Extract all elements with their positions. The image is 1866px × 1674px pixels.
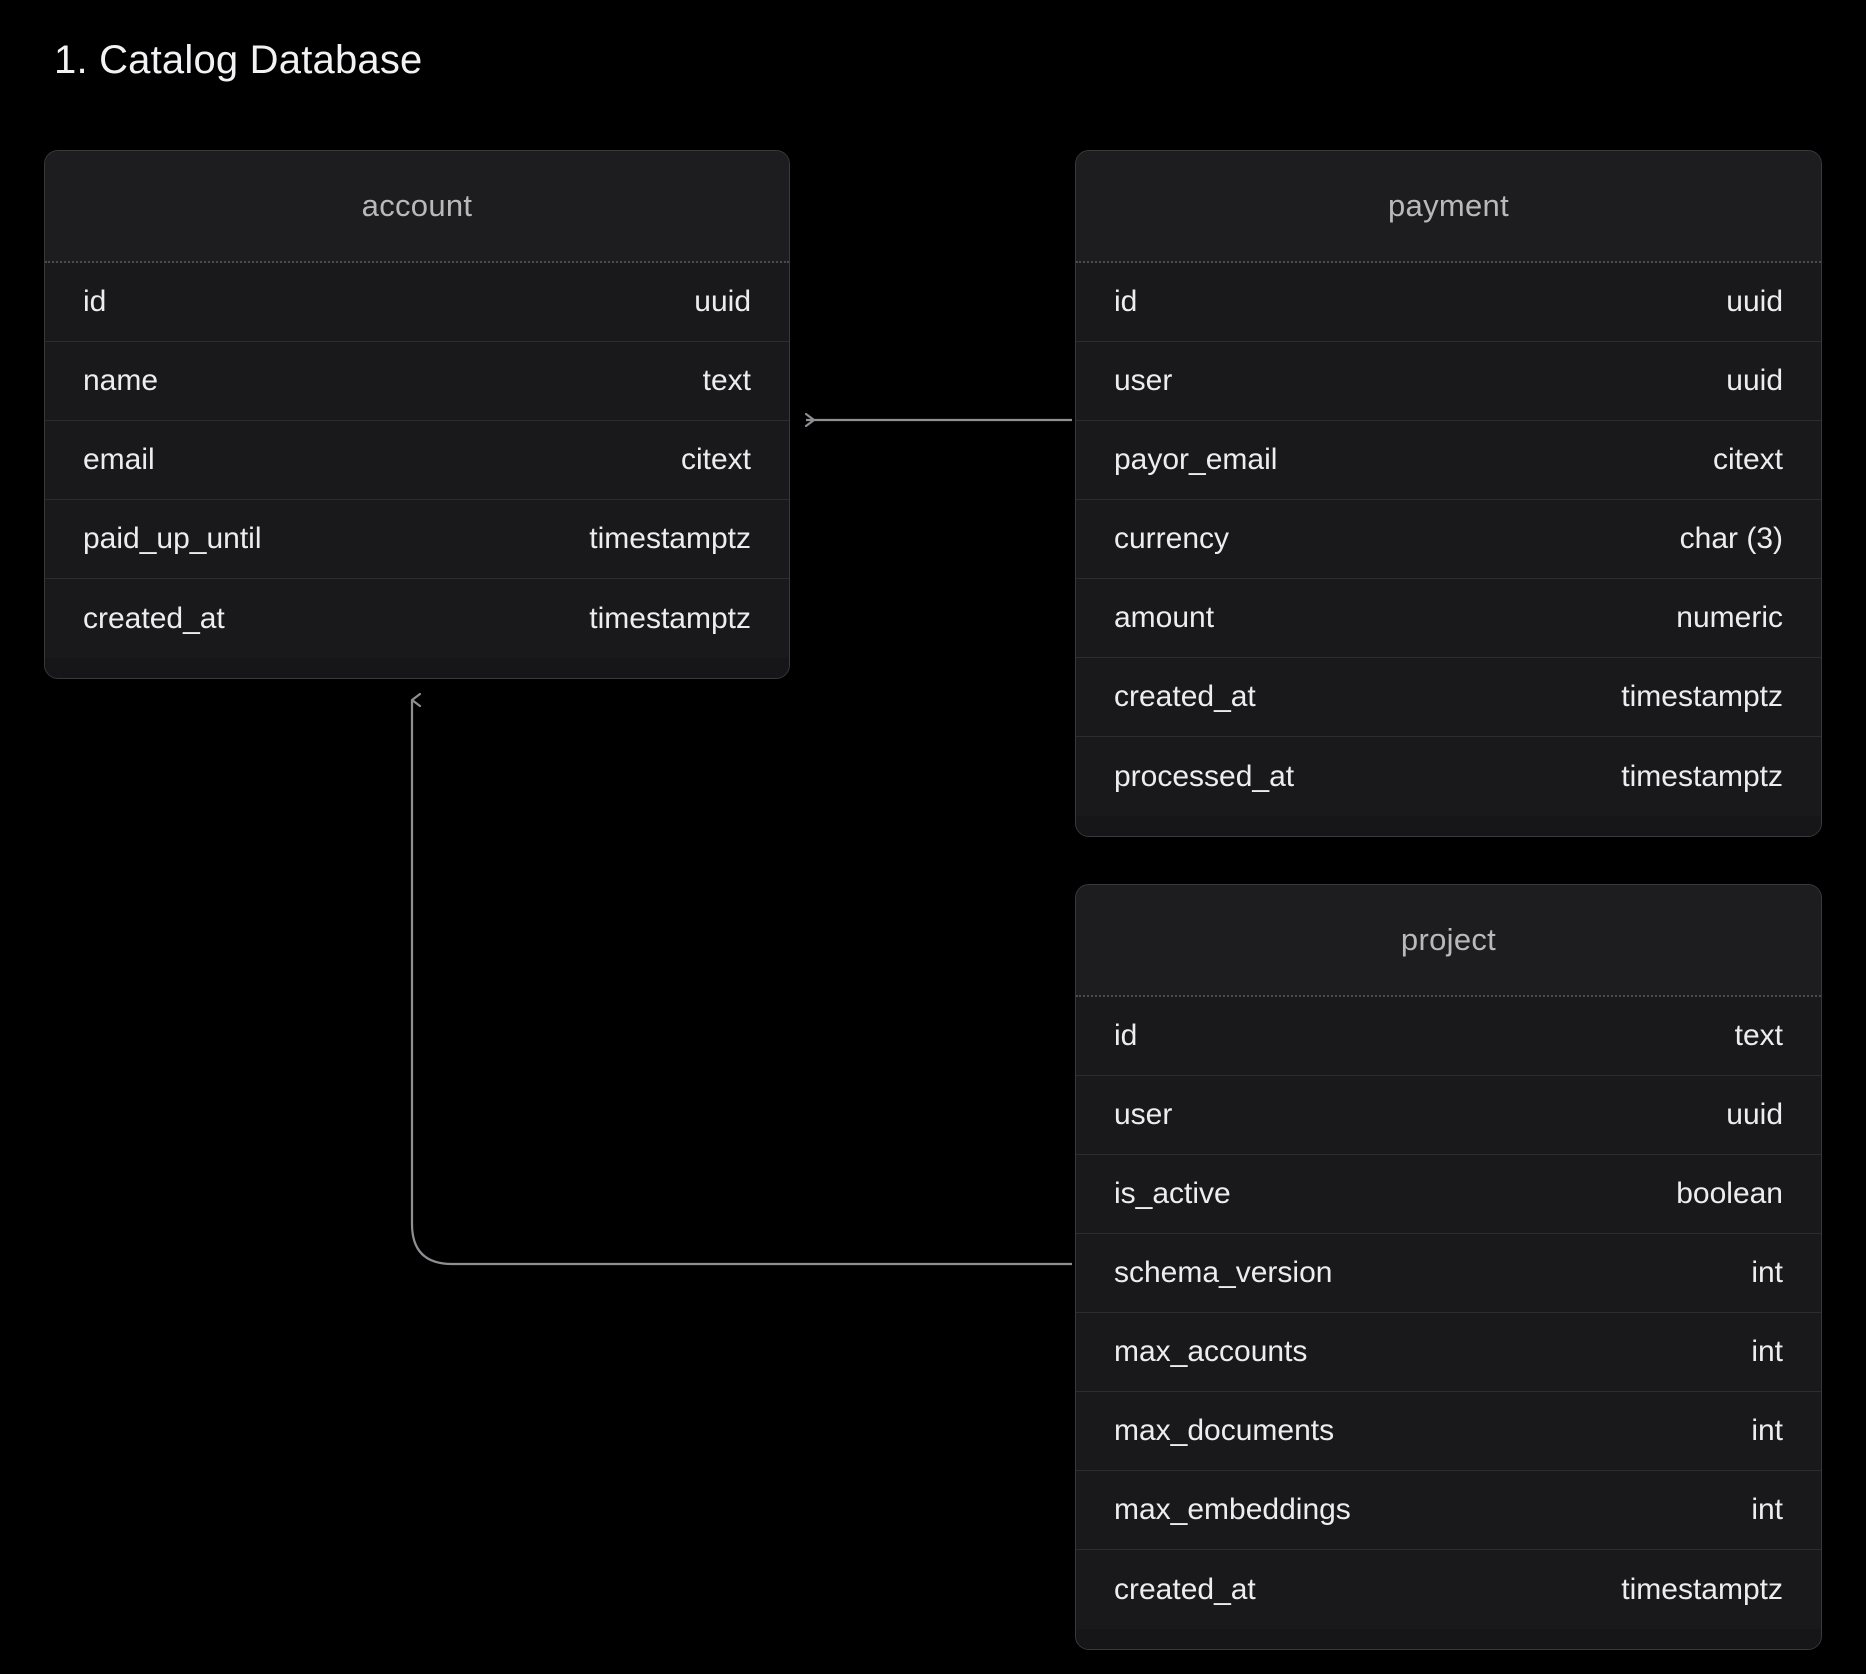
table-body-project: id text user uuid is_active boolean sche…: [1076, 997, 1821, 1649]
field-type: int: [1751, 1414, 1783, 1448]
field-name: created_at: [1114, 680, 1256, 714]
table-row[interactable]: schema_version int: [1076, 1234, 1821, 1313]
field-type: int: [1751, 1335, 1783, 1369]
table-body-account: id uuid name text email citext paid_up_u…: [45, 263, 789, 678]
field-type: uuid: [694, 285, 751, 319]
table-row[interactable]: payor_email citext: [1076, 421, 1821, 500]
field-name: id: [1114, 285, 1137, 319]
table-row[interactable]: email citext: [45, 421, 789, 500]
field-type: uuid: [1726, 285, 1783, 319]
table-header-account: account: [45, 151, 789, 263]
field-type: timestamptz: [589, 602, 751, 636]
field-type: text: [703, 364, 751, 398]
table-title: payment: [1388, 188, 1509, 224]
table-row[interactable]: user uuid: [1076, 1076, 1821, 1155]
table-row[interactable]: id text: [1076, 997, 1821, 1076]
table-card-payment[interactable]: payment id uuid user uuid payor_email ci…: [1075, 150, 1822, 837]
table-row[interactable]: paid_up_until timestamptz: [45, 500, 789, 579]
table-card-account[interactable]: account id uuid name text email citext p…: [44, 150, 790, 679]
table-row[interactable]: max_embeddings int: [1076, 1471, 1821, 1550]
table-row[interactable]: name text: [45, 342, 789, 421]
relationship-project-to-account: [412, 700, 1072, 1264]
field-type: timestamptz: [1621, 1573, 1783, 1607]
field-type: int: [1751, 1493, 1783, 1527]
field-name: created_at: [1114, 1573, 1256, 1607]
table-card-project[interactable]: project id text user uuid is_active bool…: [1075, 884, 1822, 1650]
field-name: payor_email: [1114, 443, 1277, 477]
table-row[interactable]: id uuid: [1076, 263, 1821, 342]
field-name: max_accounts: [1114, 1335, 1307, 1369]
field-name: schema_version: [1114, 1256, 1332, 1290]
field-name: is_active: [1114, 1177, 1231, 1211]
table-row[interactable]: user uuid: [1076, 342, 1821, 421]
field-type: boolean: [1676, 1177, 1783, 1211]
field-type: citext: [681, 443, 751, 477]
field-type: timestamptz: [1621, 760, 1783, 794]
field-type: citext: [1713, 443, 1783, 477]
table-row[interactable]: is_active boolean: [1076, 1155, 1821, 1234]
table-row[interactable]: created_at timestamptz: [1076, 658, 1821, 737]
field-type: timestamptz: [589, 522, 751, 556]
table-row[interactable]: created_at timestamptz: [45, 579, 789, 658]
field-type: numeric: [1676, 601, 1783, 635]
field-name: id: [1114, 1019, 1137, 1053]
table-row[interactable]: created_at timestamptz: [1076, 1550, 1821, 1629]
field-name: name: [83, 364, 158, 398]
table-body-payment: id uuid user uuid payor_email citext cur…: [1076, 263, 1821, 836]
table-title: project: [1401, 922, 1496, 958]
field-type: uuid: [1726, 364, 1783, 398]
table-row[interactable]: id uuid: [45, 263, 789, 342]
field-type: text: [1735, 1019, 1783, 1053]
field-type: char (3): [1680, 522, 1783, 556]
field-name: processed_at: [1114, 760, 1294, 794]
table-row[interactable]: max_documents int: [1076, 1392, 1821, 1471]
field-name: user: [1114, 364, 1172, 398]
field-name: user: [1114, 1098, 1172, 1132]
field-type: uuid: [1726, 1098, 1783, 1132]
table-row[interactable]: max_accounts int: [1076, 1313, 1821, 1392]
table-row[interactable]: processed_at timestamptz: [1076, 737, 1821, 816]
field-name: created_at: [83, 602, 225, 636]
field-name: max_embeddings: [1114, 1493, 1351, 1527]
field-name: amount: [1114, 601, 1214, 635]
field-name: id: [83, 285, 106, 319]
table-row[interactable]: amount numeric: [1076, 579, 1821, 658]
table-header-payment: payment: [1076, 151, 1821, 263]
field-name: currency: [1114, 522, 1229, 556]
table-title: account: [362, 188, 473, 224]
field-name: email: [83, 443, 155, 477]
table-header-project: project: [1076, 885, 1821, 997]
field-type: timestamptz: [1621, 680, 1783, 714]
field-name: max_documents: [1114, 1414, 1334, 1448]
field-type: int: [1751, 1256, 1783, 1290]
field-name: paid_up_until: [83, 522, 262, 556]
table-row[interactable]: currency char (3): [1076, 500, 1821, 579]
